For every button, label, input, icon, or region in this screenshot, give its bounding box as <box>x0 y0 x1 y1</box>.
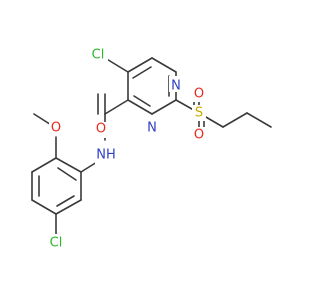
bond-c2-n3 <box>151 99 177 115</box>
o-sulfonyl-top-label: O <box>194 87 204 102</box>
bond-ar-c2-c3 <box>31 157 57 173</box>
bond-ar-c5-c6-inner <box>56 195 75 207</box>
nh-amide-label: NH <box>96 148 116 163</box>
bond-ar-c4-c5 <box>31 199 57 215</box>
bond-ch2-ch2 <box>222 112 248 128</box>
o-methoxy-label: O <box>51 121 61 136</box>
atom-labels: Cl N N O S O O O NH Cl <box>46 46 206 252</box>
bond-c6-c5-inner <box>132 66 152 79</box>
chemical-structure: Cl N N O S O O O NH Cl <box>31 46 272 252</box>
bond-n3-c4-inner <box>133 95 151 107</box>
bond-n3-c4 <box>127 99 153 115</box>
o-carbonyl-label: O <box>96 122 106 137</box>
s-sulfonyl-label: S <box>195 106 203 121</box>
bond-ar-c1-c2-inner <box>57 167 77 181</box>
cl-pyrimidine-label: Cl <box>92 48 105 63</box>
bond-c4-carbonyl <box>104 99 129 115</box>
n-ring-top-label: N <box>171 79 181 94</box>
bond-n-aryl <box>80 161 98 173</box>
bonds <box>31 57 272 235</box>
bond-c5-cl <box>104 57 129 73</box>
cl-phenyl-label: Cl <box>50 236 63 251</box>
n-ring-bottom-label: N <box>147 121 157 136</box>
bond-c6-n1 <box>151 57 177 73</box>
bond-ar-c5-c6 <box>55 199 82 215</box>
bond-c5-c6 <box>127 57 153 73</box>
bond-ch2-ch3 <box>246 112 272 128</box>
bond-ar-c1-c2 <box>55 157 82 173</box>
o-sulfonyl-bottom-label: O <box>194 128 204 143</box>
